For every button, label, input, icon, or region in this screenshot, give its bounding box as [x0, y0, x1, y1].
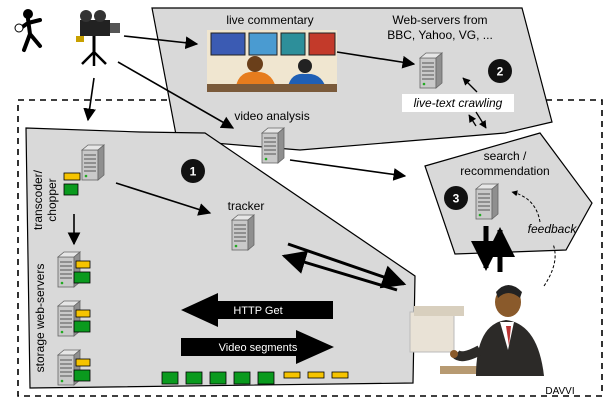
- commentators-icon: [207, 30, 337, 92]
- transcoder-green-segment: [63, 183, 79, 196]
- badge-2: [488, 59, 512, 83]
- segment-row: [161, 371, 349, 385]
- search-server-icon: [475, 183, 499, 220]
- web-servers-label-line2: BBC, Yahoo, VG, ...: [387, 28, 493, 42]
- arrow-transcoder-to-tracker: [115, 182, 212, 216]
- storage-web-servers-label: storage web-servers: [33, 264, 47, 373]
- video-analysis-server-icon: [261, 127, 285, 164]
- davvi-label: DAVVI: [545, 386, 574, 397]
- arrow-camera-to-transcoder: [83, 77, 96, 122]
- arrow-camera-to-commentary: [123, 35, 199, 50]
- transcoder-yellow-segment: [63, 172, 81, 181]
- arrow-user-to-tracker: [281, 250, 398, 292]
- arrow-camera-to-video-analysis: [117, 61, 235, 129]
- feedback-label: feedback: [528, 222, 578, 236]
- feedback-dotted-line: [543, 243, 556, 287]
- badge-3: [444, 186, 468, 210]
- badge-3-label: 3: [453, 192, 460, 206]
- user-at-computer-icon: [409, 285, 544, 376]
- arrow-crawl-down-2: [468, 114, 477, 127]
- video-segments-arrow: [181, 330, 334, 364]
- transcoder-label-line1: transcoder/: [31, 169, 45, 230]
- web-server-icon: [419, 52, 443, 89]
- arrow-analysis-to-search: [289, 159, 407, 181]
- storage-server-2: [57, 300, 91, 337]
- http-get-arrow: [181, 293, 333, 327]
- storage-server-3: [57, 349, 91, 386]
- transcoder-server-icon: [81, 144, 105, 181]
- feedback-dotted-arrow: [511, 190, 541, 223]
- badge-1-label: 1: [190, 165, 197, 179]
- search-label-line2: recommendation: [460, 164, 549, 178]
- storage-server-1: [57, 251, 91, 288]
- arrow-commentary-to-web-servers: [336, 51, 416, 69]
- search-label-line1: search /: [484, 149, 527, 163]
- video-segments-label: Video segments: [219, 342, 298, 354]
- tracker-label: tracker: [228, 199, 265, 213]
- transcoder-label-line2: chopper: [45, 178, 59, 221]
- soccer-player-icon: [14, 9, 42, 52]
- live-text-crawling-box: [402, 94, 514, 112]
- arrow-crawl-down-1: [475, 111, 487, 129]
- badge-1: [181, 159, 205, 183]
- live-commentary-label: live commentary: [226, 13, 313, 27]
- live-text-crawling-label: live-text crawling: [414, 96, 503, 110]
- badge-2-label: 2: [497, 65, 504, 79]
- delivery-region: [25, 127, 416, 389]
- video-camera-icon: [76, 10, 120, 66]
- search-region: [424, 132, 593, 255]
- web-servers-label-line1: Web-servers from: [392, 13, 487, 27]
- arrow-crawl-up: [462, 77, 478, 93]
- tracker-server-icon: [231, 214, 255, 251]
- http-get-label: HTTP Get: [233, 305, 282, 317]
- arrow-tracker-to-user: [287, 242, 407, 289]
- video-analysis-label: video analysis: [234, 109, 309, 123]
